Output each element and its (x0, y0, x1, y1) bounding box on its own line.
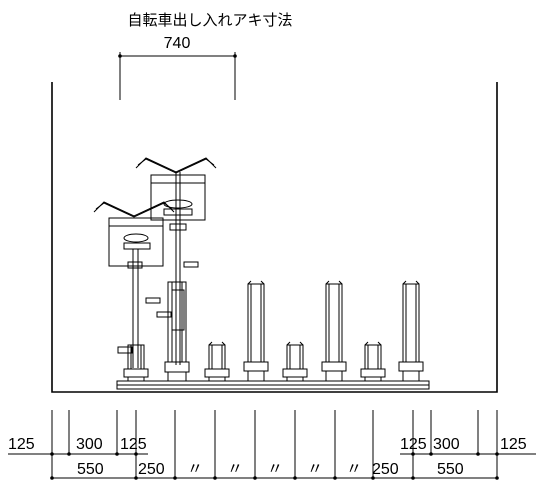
dim-label-right-125b: 125 (500, 436, 527, 453)
clearance-dimension-line (119, 52, 236, 100)
dim-label-right-300: 300 (433, 436, 460, 453)
dim-label-ditto: 〃 (307, 461, 323, 478)
dim-label-ditto: 〃 (267, 461, 283, 478)
enclosure (51, 82, 498, 393)
rack-slot (243, 280, 269, 382)
dim-label-ditto: 〃 (227, 461, 243, 478)
dim-label-left-550: 550 (77, 461, 104, 478)
rack-slot (123, 344, 149, 382)
diagram-title: 自転車出し入れアキ寸法 (127, 11, 292, 29)
bicycle-front-view (93, 201, 175, 368)
bicycle-front-view (135, 157, 217, 365)
clearance-dimension: 740 (164, 35, 191, 52)
dim-label-right-250: 250 (372, 461, 399, 478)
dimension-dots (50, 452, 499, 480)
dim-label-left-125b: 125 (120, 436, 147, 453)
rack-slot (204, 341, 230, 382)
base-rail (116, 380, 430, 390)
dim-label-ditto: 〃 (187, 461, 203, 478)
rack-slot (282, 341, 308, 382)
rack-slot (398, 280, 424, 382)
rack-slot (360, 341, 386, 382)
dim-label-ditto: 〃 (346, 461, 362, 478)
dim-label-right-125a: 125 (400, 436, 427, 453)
dimension-lines (8, 410, 536, 479)
rack-slots (123, 280, 424, 382)
rack-slot (164, 281, 190, 382)
dim-label-left-125a: 125 (8, 436, 35, 453)
dim-label-right-550: 550 (437, 461, 464, 478)
dim-label-left-300: 300 (76, 436, 103, 453)
dim-label-left-250: 250 (138, 461, 165, 478)
rack-slot (321, 280, 347, 382)
